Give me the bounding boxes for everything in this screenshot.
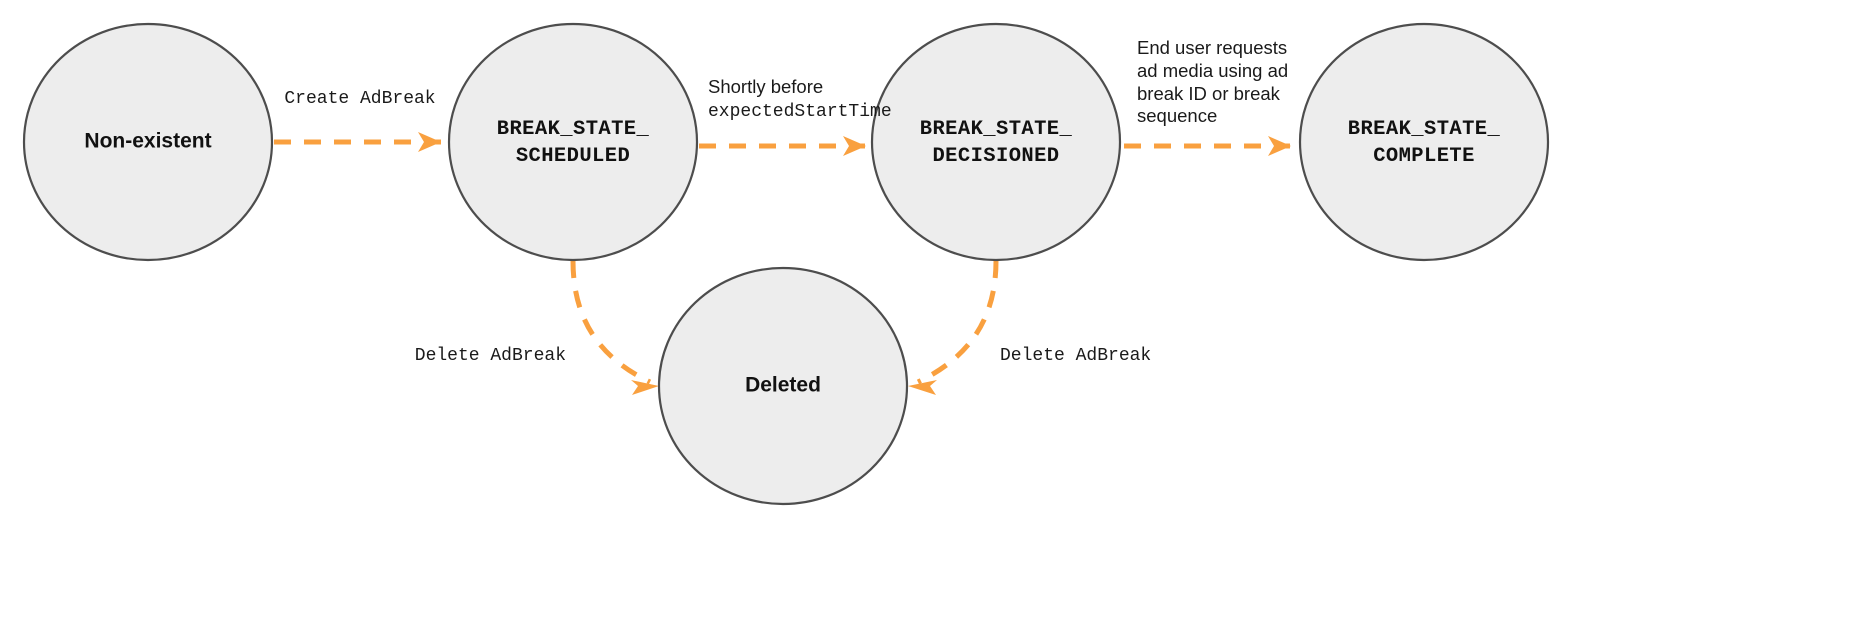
arrowhead-icon xyxy=(1268,136,1291,156)
edge-scheduled-to-deleted xyxy=(570,260,659,395)
node-shape-break-state-scheduled[interactable] xyxy=(447,22,699,262)
edge-label-line: Create AdBreak xyxy=(284,89,435,109)
node-label-non-existent: Non-existent xyxy=(84,130,211,153)
edge-label-line: Delete AdBreak xyxy=(1000,346,1151,366)
edge-label-line: sequence xyxy=(1137,105,1217,126)
edge-line-scheduled-to-deleted xyxy=(570,260,652,385)
edge-label-line: End user requests xyxy=(1137,37,1287,58)
node-label-break-state-scheduled: BREAK_STATE_ xyxy=(497,118,650,141)
edges-layer xyxy=(274,132,1291,395)
edge-create-adbreak xyxy=(274,132,441,152)
edge-label-line: ad media using ad xyxy=(1137,60,1288,81)
edge-label-scheduled-to-decisioned: Shortly before expectedStartTime xyxy=(708,76,892,122)
edge-decisioned-to-complete xyxy=(1124,136,1291,156)
node-break-state-decisioned[interactable]: BREAK_STATE_ DECISIONED xyxy=(870,22,1122,262)
node-deleted[interactable]: Deleted xyxy=(657,266,909,506)
node-shape-break-state-complete[interactable] xyxy=(1298,22,1550,262)
node-label-break-state-complete: BREAK_STATE_ xyxy=(1348,118,1501,141)
edge-label-line: expectedStartTime xyxy=(708,102,892,122)
edge-label-create-adbreak: Create AdBreak xyxy=(284,89,435,109)
node-shape-break-state-decisioned[interactable] xyxy=(870,22,1122,262)
edge-decisioned-to-deleted xyxy=(908,260,999,395)
node-label-break-state-scheduled: SCHEDULED xyxy=(516,145,630,168)
nodes-layer: Non-existentBREAK_STATE_SCHEDULEDBREAK_S… xyxy=(22,22,1550,506)
edge-label-line: Delete AdBreak xyxy=(415,346,566,366)
node-label-break-state-decisioned: BREAK_STATE_ xyxy=(920,118,1073,141)
edge-label-decisioned-to-deleted: Delete AdBreak xyxy=(1000,346,1151,366)
edge-label-line: Shortly before xyxy=(708,76,823,97)
node-non-existent[interactable]: Non-existent xyxy=(22,22,274,262)
edge-scheduled-to-decisioned xyxy=(699,136,866,156)
node-shape-deleted[interactable] xyxy=(657,266,909,506)
edge-labels-layer: Create AdBreak Shortly before expectedStar… xyxy=(284,37,1288,366)
node-break-state-complete[interactable]: BREAK_STATE_ COMPLETE xyxy=(1298,22,1550,262)
node-label-break-state-complete: COMPLETE xyxy=(1373,145,1475,168)
arrowhead-icon xyxy=(908,380,937,395)
edge-label-scheduled-to-deleted: Delete AdBreak xyxy=(415,346,566,366)
arrowhead-icon xyxy=(843,136,866,156)
node-shape-non-existent[interactable] xyxy=(22,22,274,262)
node-break-state-scheduled[interactable]: BREAK_STATE_ SCHEDULED xyxy=(447,22,699,262)
arrowhead-icon xyxy=(631,380,659,395)
node-label-break-state-decisioned: DECISIONED xyxy=(932,145,1059,168)
node-label-deleted: Deleted xyxy=(745,374,821,397)
arrowhead-icon xyxy=(418,132,441,152)
edge-label-line: break ID or break xyxy=(1137,83,1281,104)
edge-line-decisioned-to-deleted xyxy=(916,260,999,385)
